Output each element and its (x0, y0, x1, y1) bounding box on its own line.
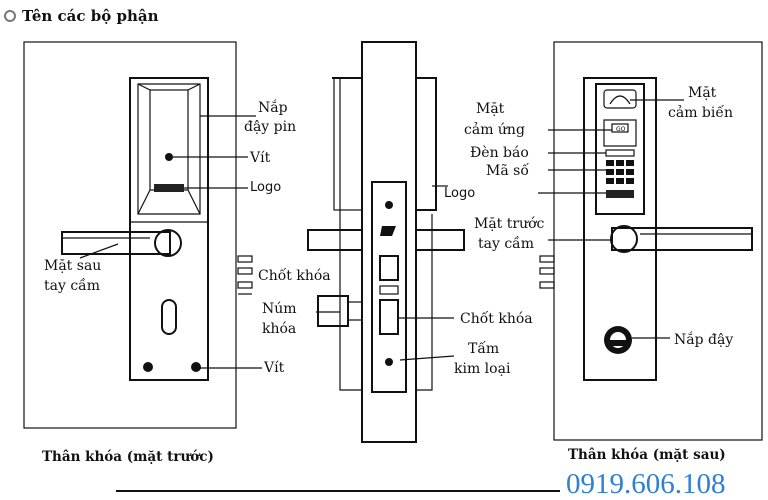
phone-number: 0919.606.108 (566, 468, 726, 500)
label-side-logo: Logo (444, 186, 475, 201)
thumb-knob (317, 295, 349, 327)
label-front-logo: Logo (250, 180, 281, 195)
label-front-screw-top: Vít (249, 150, 271, 166)
side-deadbolt (379, 299, 399, 335)
label-bolt-top: Chốt khóa (258, 267, 331, 284)
label-front-screw-bottom: Vít (263, 360, 285, 376)
front-screw-bottom-left-icon (143, 362, 153, 372)
heading-bullet-icon (4, 10, 16, 22)
keypad (606, 160, 634, 184)
heading: Tên các bộ phận (22, 7, 159, 25)
side-face-plate (371, 181, 407, 393)
label-indicator: Đèn báo (470, 145, 529, 161)
label-handle-back-1: Mặt sau (44, 258, 101, 274)
label-battery-cover-1: Nắp (258, 98, 288, 116)
front-screw-top-icon (165, 153, 173, 161)
label-cover: Nắp đậy (674, 330, 733, 348)
front-keyhole (161, 299, 177, 335)
label-plate-2: kim loại (454, 361, 511, 377)
label-handle-back-2: tay cầm (44, 277, 100, 294)
back-frame (553, 41, 763, 441)
front-logo-mark (154, 184, 184, 192)
label-sensor-1: Mặt (688, 85, 717, 101)
back-panel: GO (464, 41, 763, 441)
label-knob-2: khóa (262, 321, 296, 337)
label-sensor-2: cảm biến (668, 104, 733, 121)
label-handle-front-1: Mặt trước (474, 216, 545, 232)
label-touch-1: Mặt (476, 101, 505, 117)
fingerprint-sensor (603, 89, 637, 109)
side-panel: Chốt khóa Núm khóa Logo Chốt khóa Tấm ki… (258, 41, 533, 443)
side-latch (379, 255, 399, 281)
label-keypad: Mã số (486, 162, 529, 179)
back-handle (611, 227, 753, 251)
back-logo-mark (606, 190, 634, 198)
side-screw-top-icon (385, 201, 393, 209)
label-plate-1: Tấm (468, 340, 499, 357)
label-handle-front-2: tay cầm (478, 235, 534, 252)
label-touch-2: cảm ứng (464, 121, 525, 138)
indicator-light (605, 149, 635, 157)
door-edge (361, 41, 417, 443)
front-screw-bottom-right-icon (191, 362, 201, 372)
battery-cover (149, 89, 189, 191)
front-frame (23, 41, 237, 429)
label-battery-cover-2: đậy pin (244, 119, 296, 135)
side-screw-bottom-icon (385, 358, 393, 366)
caption-back: Thân khóa (mặt sau) (568, 447, 726, 463)
front-panel: Nắp đậy pin Vít Logo Mặt sau tay cầm Vít (23, 41, 296, 429)
svg-text:GO: GO (616, 126, 626, 133)
label-bolt-mid: Chốt khóa (460, 310, 533, 327)
front-handle (61, 231, 171, 255)
label-knob-1: Núm (262, 301, 297, 317)
caption-front: Thân khóa (mặt trước) (42, 449, 214, 465)
touch-panel (603, 119, 637, 147)
